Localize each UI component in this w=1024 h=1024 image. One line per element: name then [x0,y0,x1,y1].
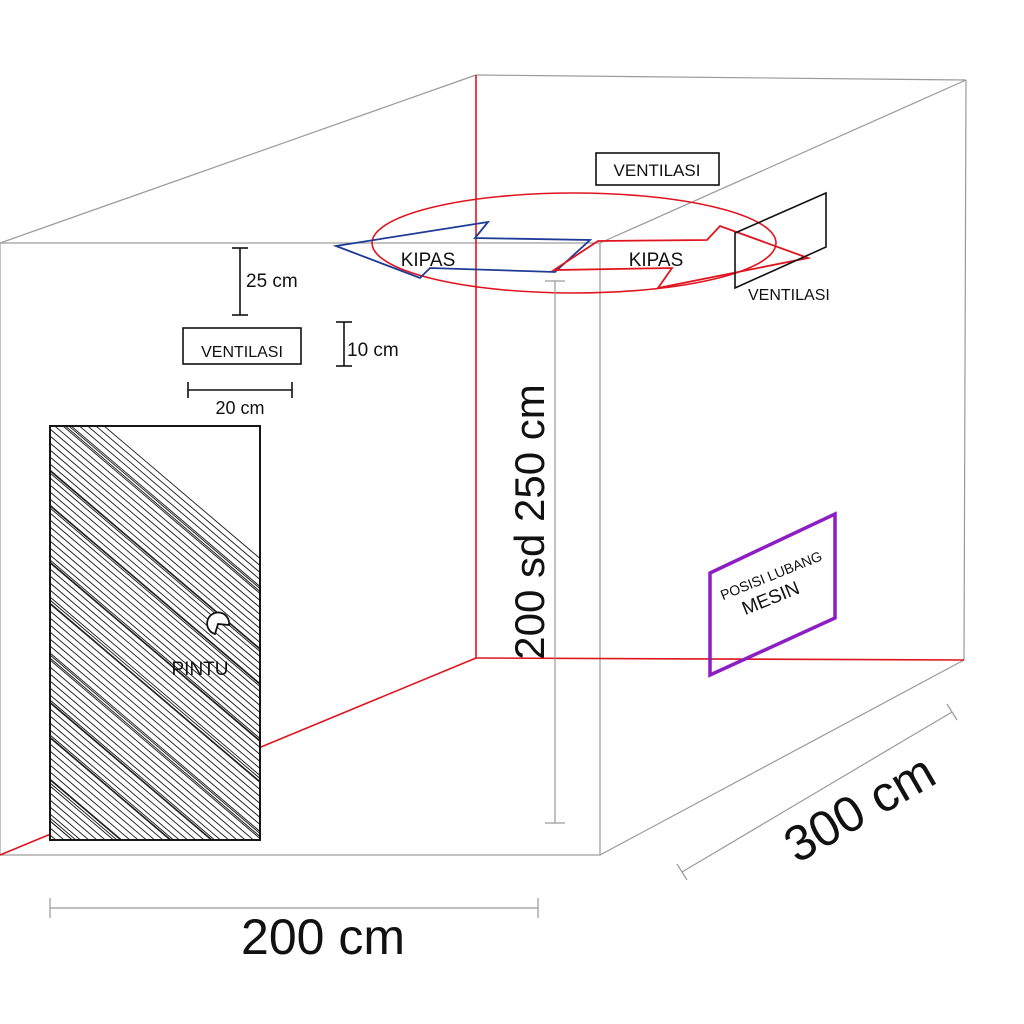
vent-width-label: 20 cm [215,398,264,418]
vent-gap-marker [232,247,248,316]
width-measure [49,898,539,918]
top-left-edge [0,74,477,244]
vent-height-label: 10 cm [347,340,399,361]
kipas-right-label: KIPAS [629,250,684,271]
vent-gap-label: 25 cm [246,271,298,292]
depth-measure [676,703,958,881]
ventilasi-left-box [182,327,302,365]
kipas-left-label: KIPAS [401,250,456,271]
fan-arrow-right [550,224,812,290]
ceiling-back-edge [475,74,967,81]
fan-ellipse [371,192,777,294]
fan-arrow-left [332,220,593,280]
bottom-right-edge [599,659,965,856]
machine-hole-frame [708,511,837,678]
height-measure [545,280,565,824]
ventilasi-left-label: VENTILASI [201,344,283,361]
top-right-edge [599,79,967,244]
pintu-label: PINTU [172,659,229,680]
vent-width-marker [187,382,293,398]
ventilasi-right-label: VENTILASI [748,287,830,304]
right-ventilation-panel [734,191,827,290]
ventilasi-top-label: VENTILASI [614,161,701,180]
depth-label: 300 cm [774,743,944,873]
front-wall [0,242,601,856]
height-label: 200 sd 250 cm [506,384,553,660]
right-back-edge [963,79,967,661]
door-handle-icon [206,611,230,636]
ventilasi-top-box [595,152,720,186]
room-outline [0,74,967,856]
floor-back-edge [475,657,965,661]
width-label: 200 cm [241,909,405,965]
vent-height-marker [336,321,352,367]
door [49,425,261,841]
